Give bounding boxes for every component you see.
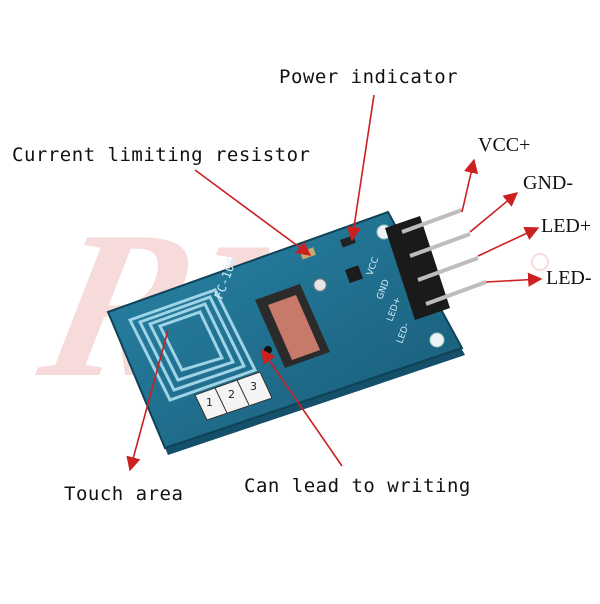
pad-1-label: 1: [206, 396, 213, 409]
label-can-lead-to-writing: Can lead to writing: [244, 475, 471, 497]
via: [313, 278, 327, 292]
arrow-writing: [261, 348, 343, 467]
label-touch-area: Touch area: [64, 483, 184, 505]
pad-2-label: 2: [228, 388, 235, 401]
arrow-led-plus: [477, 226, 540, 257]
label-led-plus: LED+: [541, 215, 592, 237]
arrow-gnd: [469, 192, 519, 233]
label-gnd-minus: GND-: [523, 172, 573, 194]
header-pins: [385, 208, 487, 320]
config-pads: 1 2 3: [194, 371, 273, 421]
arrow-icon: [126, 94, 543, 472]
label-led-minus: LED-: [546, 267, 592, 289]
label-current-limiting-resistor: Current limiting resistor: [12, 144, 311, 166]
arrow-touch-area: [126, 329, 169, 472]
label-power-indicator: Power indicator: [279, 66, 459, 88]
touch-pad: [127, 288, 258, 402]
arrow-resistor: [194, 169, 312, 256]
pcb-board: 1 2 3 FC-106 VCC GND LED+ LED-: [106, 210, 465, 455]
transistor: [345, 265, 363, 284]
arrow-vcc: [461, 158, 479, 213]
arrow-led-minus: [485, 272, 543, 287]
label-vcc-plus: VCC+: [478, 134, 531, 156]
arrow-power-indicator: [346, 94, 375, 242]
pad-3-label: 3: [250, 380, 257, 393]
